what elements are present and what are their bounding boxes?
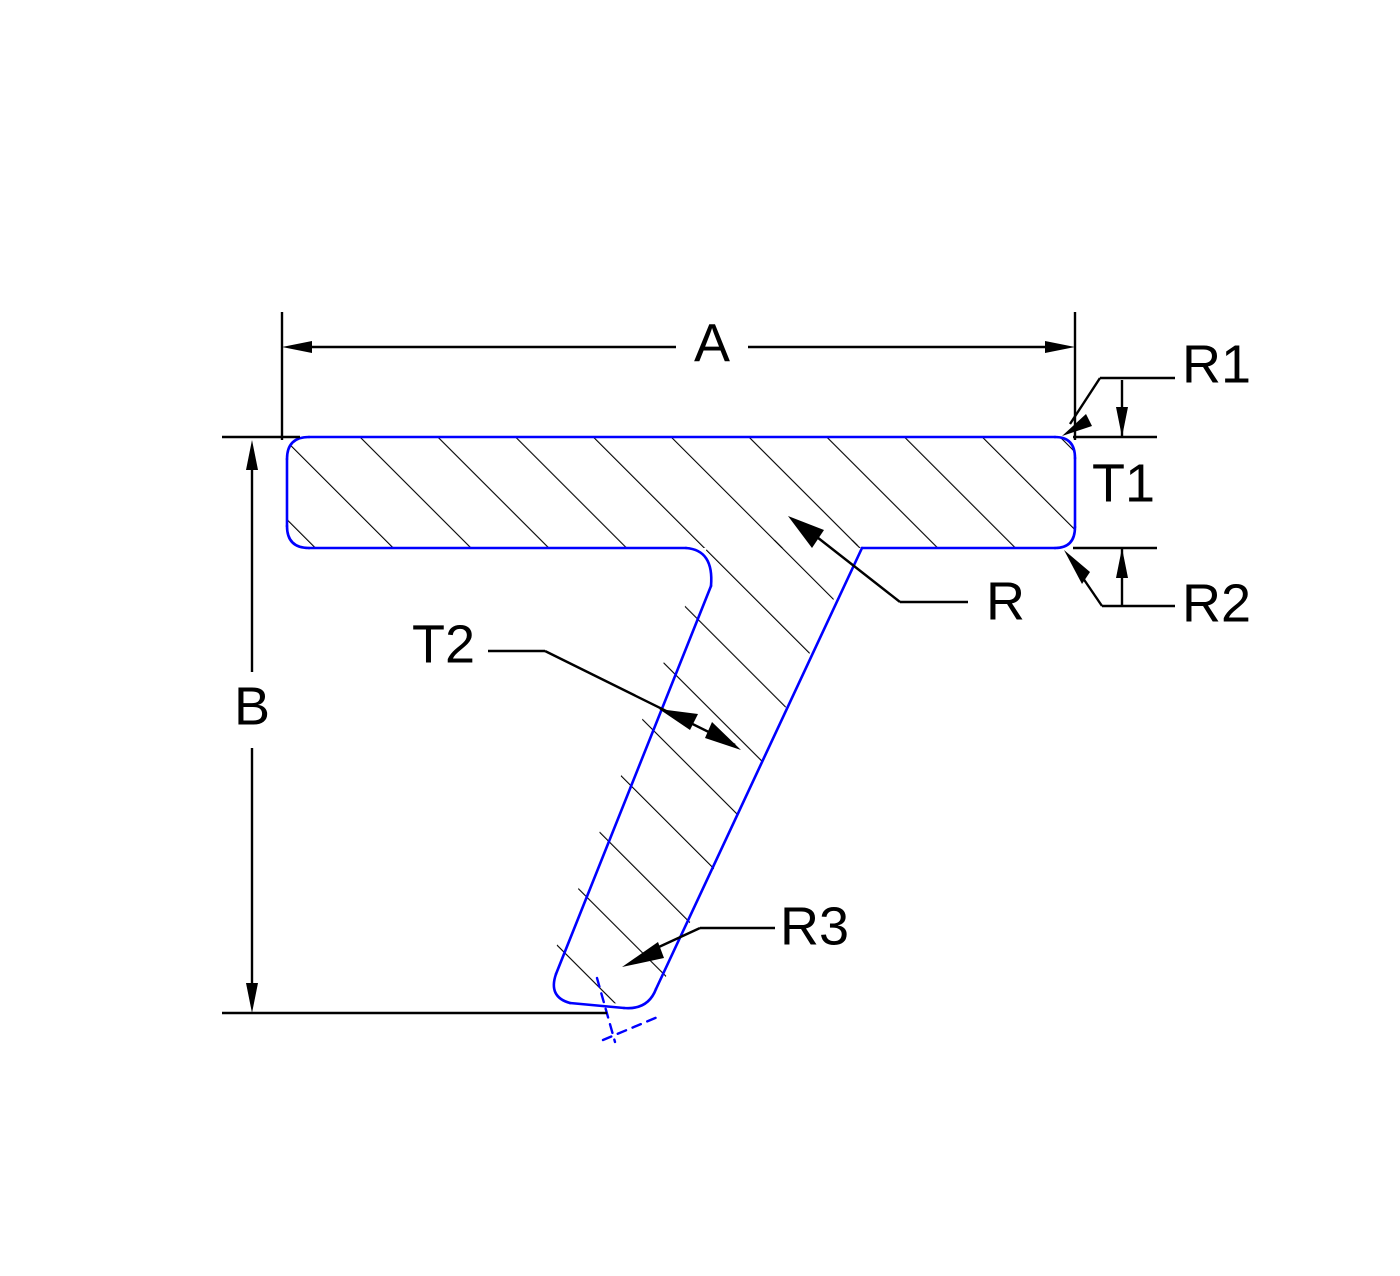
flange-corner-top-left: [285, 435, 311, 461]
dim-T1-arrow-bottom: [1116, 548, 1128, 578]
web-bottom-edge: [568, 1001, 626, 1010]
dim-label-R: R: [986, 571, 1025, 631]
leader-R1: [1062, 376, 1175, 436]
web-right-edge: [654, 546, 864, 991]
web-tip-corner-left: [552, 972, 572, 1005]
dim-B-arrow-bottom: [246, 983, 258, 1013]
dimension-T1: [1073, 380, 1157, 606]
dimension-T2: [488, 649, 741, 750]
dim-A-arrow-left: [282, 341, 312, 353]
dim-label-A: A: [694, 313, 730, 373]
dim-B-arrow-top: [246, 440, 258, 470]
dimension-A: [280, 312, 1077, 440]
tip-centerline-cross: [595, 976, 617, 1044]
web-left-fillet: [684, 546, 713, 588]
leader-R3-arrow: [622, 942, 664, 967]
section-hatching: [287, 437, 1075, 1007]
dimension-B: [222, 435, 607, 1015]
dim-T2-leader-slant: [544, 649, 736, 747]
leader-R1-slant: [1068, 377, 1102, 425]
flange-corner-bottom-left: [285, 524, 311, 550]
dim-label-R2: R2: [1182, 573, 1251, 633]
dim-label-R3: R3: [780, 896, 849, 956]
dim-label-R1: R1: [1182, 334, 1251, 394]
leader-R-arrow: [788, 516, 824, 548]
leader-R2-arrow: [1064, 550, 1090, 584]
flange-corner-bottom-right: [1053, 525, 1077, 550]
part-outline: [285, 435, 1077, 1044]
leader-R1-arrow: [1062, 414, 1092, 436]
dim-label-T1: T1: [1092, 453, 1155, 513]
dim-T2-arrow-upper: [659, 709, 698, 730]
dim-T2-arrow-lower: [705, 722, 741, 750]
dim-T1-arrow-top: [1116, 407, 1128, 437]
tip-centerline: [601, 1014, 662, 1042]
web-tip-corner-right: [622, 987, 658, 1010]
leader-R-slant: [807, 529, 901, 603]
dimension-labels: A B T1 T2 R R1 R2 R3: [234, 313, 1251, 956]
dim-A-arrow-right: [1045, 341, 1075, 353]
dimension-geometry: [222, 312, 1175, 1015]
leader-R2: [1064, 550, 1175, 608]
flange-corner-top-right: [1053, 435, 1077, 460]
web-left-edge: [554, 584, 713, 976]
dim-label-T2: T2: [412, 614, 475, 674]
leader-R: [788, 516, 968, 604]
leader-R3: [622, 926, 775, 967]
dim-label-B: B: [234, 676, 270, 736]
